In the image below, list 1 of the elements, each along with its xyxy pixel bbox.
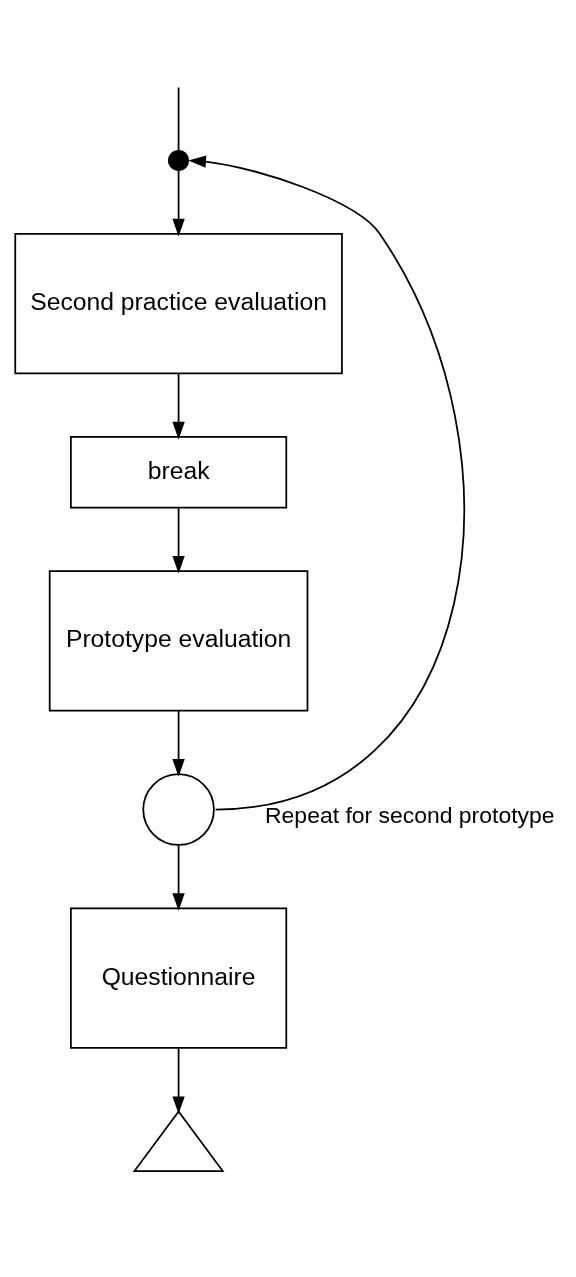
edge-label: Repeat for second prototype [265, 801, 555, 828]
